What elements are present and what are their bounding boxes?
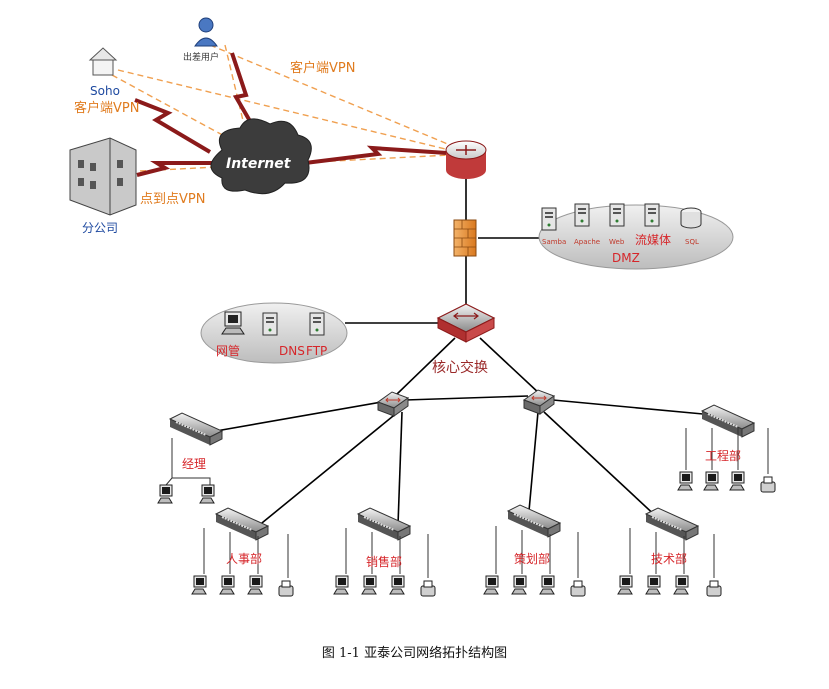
branch-office: 分公司 点到点VPN [69,137,205,235]
printer-icon [706,580,722,597]
pc-icon [677,471,693,491]
soho-site: Soho 客户端VPN [74,47,139,116]
router-arrows-icon [456,145,476,155]
sql-database-icon [680,207,702,229]
printer-icon [760,476,776,493]
ftp-server-icon [309,312,325,336]
internet-cloud: Internet [210,118,312,195]
pc-icon [539,575,555,595]
pc-icon [703,471,719,491]
dept-hr-label: 人事部 [226,551,262,566]
dmz-server-samba: Samba [542,238,566,246]
pc-icon [219,575,235,595]
dept-planning: 策划部 [483,504,586,597]
mgmt-label-ftp: FTP [306,344,327,358]
printer-icon [278,580,294,597]
edge-switch-tech [645,507,699,541]
building-icon [69,137,137,216]
apache-server-icon [574,203,590,227]
dept-sales: 销售部 [333,507,436,597]
user-icon [194,17,218,47]
lan-links [215,172,704,528]
cloud-icon [210,118,312,195]
client-vpn-label-soho: 客户端VPN [74,100,139,116]
mobile-user: 出差用户 [183,17,219,63]
pc-icon [483,575,499,595]
dmz-server-media: 流媒体 [635,233,671,247]
pc-icon [673,575,689,595]
distribution-switch-left [377,391,409,417]
dept-engineering-label: 工程部 [705,448,741,463]
p2p-vpn-label: 点到点VPN [140,192,205,207]
monitor-icon [221,311,245,335]
router [445,140,487,179]
distribution-switch-right [523,389,555,415]
edge-switch-manager [169,412,223,446]
mgmt-label-netmgmt: 网管 [216,343,240,358]
edge-switch-hr [215,507,269,541]
mgmt-label-dns: DNS [279,344,305,358]
house-icon [88,47,118,76]
core-switch-label: 核心交换 [432,359,488,376]
pc-icon [361,575,377,595]
pc-icon [333,575,349,595]
core-switch: 核心交换 [432,303,496,376]
client-vpn-label-top: 客户端VPN [290,60,355,76]
internet-label: Internet [226,156,292,172]
pc-icon [191,575,207,595]
printer-icon [420,580,436,597]
dept-planning-label: 策划部 [514,551,550,566]
branch-label: 分公司 [82,221,118,235]
pc-icon [617,575,633,595]
edge-switch-sales [357,507,411,541]
dept-manager-label: 经理 [182,457,206,471]
figure-caption: 图 1-1 亚泰公司网络拓扑结构图 [321,646,508,661]
web-server-icon [609,203,625,227]
pc-icon [199,484,215,504]
dept-engineering: 工程部 [677,404,776,493]
wan-links [134,52,448,177]
pc-icon [157,484,173,504]
printer-icon [570,580,586,597]
dept-tech: 技术部 [617,507,722,597]
media-server-icon [644,203,660,227]
soho-label: Soho [90,84,120,98]
switch-arrows-icon [453,312,479,320]
dept-sales-label: 销售部 [366,554,402,569]
dmz-zone: Samba Apache Web 流媒体 SQL DMZ [538,203,734,270]
pc-icon [729,471,745,491]
firewall [453,219,477,257]
edge-switch-planning [507,504,561,538]
dmz-server-sql: SQL [685,238,699,246]
pc-icon [645,575,661,595]
pc-icon [247,575,263,595]
samba-server-icon [541,207,557,231]
pc-icon [511,575,527,595]
dmz-label: DMZ [612,251,640,265]
dept-hr: 人事部 [191,507,294,597]
pc-icon [389,575,405,595]
dns-server-icon [262,312,278,336]
dept-manager: 经理 [157,412,223,504]
edge-switch-engineering [701,404,755,438]
dmz-server-apache: Apache [574,238,600,246]
mobile-user-label: 出差用户 [183,51,219,63]
dept-tech-label: 技术部 [651,551,687,566]
management-zone: 网管 DNS FTP [200,302,348,364]
dmz-server-web: Web [609,238,625,246]
